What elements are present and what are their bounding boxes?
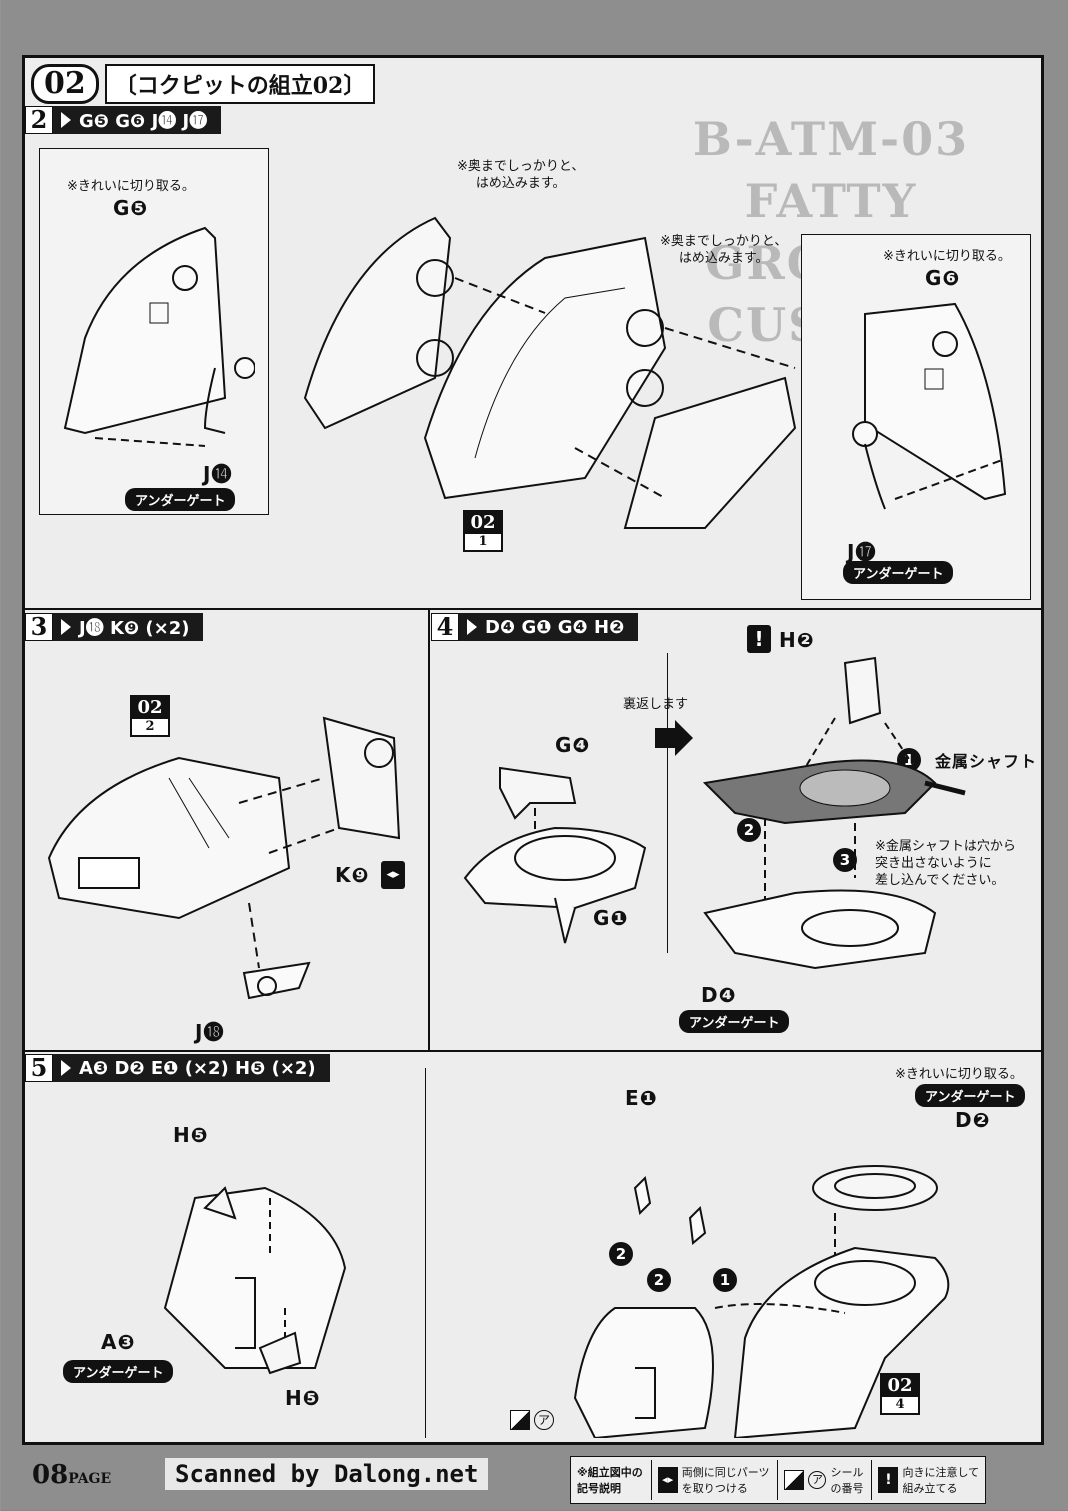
section-number: 02 [31,64,99,104]
sticker-icon [510,1410,530,1430]
both-sides-icon: ◂▸ [657,1467,678,1493]
step-5-left-drawing [163,1186,347,1375]
reference-02-4: 02 4 [880,1373,920,1415]
step-parts: J⓲ K❾ (×2) [79,618,190,639]
legend-seal-text: シール の番号 [830,1466,864,1495]
sticker-number: ア [534,1410,554,1430]
step-2-center-drawing [303,216,797,529]
seal-icon [784,1470,805,1490]
arrow-icon [61,112,71,128]
order-3-icon: 3 [833,848,857,872]
row-divider-1 [25,608,1041,610]
part-label-j17: J⓱ [847,540,877,564]
both-sides-icon: ◂▸ [381,861,405,889]
step-2-left-drawing [63,226,255,447]
cut-note-d2: ※きれいに切り取る。 [895,1067,1023,1082]
part-label-g4: G❹ [555,733,591,757]
step-3-header: 3 J⓲ K❾ (×2) [25,613,204,641]
part-label-g5: G❺ [113,196,149,220]
legend-caution: ! 向きに注意して 組み立てる [871,1460,979,1500]
part-label-h5-bottom: H❺ [285,1386,321,1410]
order-2-icon: 2 [737,818,761,842]
step-parts: D❹ G❶ G❹ H❷ [485,616,625,638]
sticker-marker: ア [510,1410,554,1430]
legend-both-sides: ◂▸ 両側に同じパーツ を取りつける [650,1460,770,1500]
flip-arrow-icon [655,720,693,756]
instruction-sheet: B-ATM-03 FATTY GROUND CUSTOM 02 〔コクピットの組… [22,55,1044,1445]
part-label-a3: A❸ [101,1330,136,1354]
step-5-subdivider [425,1068,426,1438]
page-suffix: PAGE [68,1471,112,1487]
bg-title-line-1: B-ATM-03 FATTY [692,112,970,228]
legend-caution-text: 向きに注意して 組み立てる [902,1466,980,1495]
step-parts: A❸ D❷ E❶ (×2) H❺ (×2) [79,1057,316,1079]
order-1-icon: 1 [713,1268,737,1292]
part-label-h5-top: H❺ [173,1123,209,1147]
scanner-credit: Scanned by Dalong.net [165,1458,489,1490]
ref-top: 02 [465,512,501,534]
flip-note: 裏返します [623,697,689,712]
step-2-header: 2 G❺ G❻ J⓮ J⓱ [25,106,222,134]
step-number: 3 [25,613,53,641]
insert-note-a: ※奥までしっかりと、 はめ込みます。 [457,159,585,191]
step-5-right-drawing [573,1165,950,1438]
step-5-header: 5 A❸ D❷ E❶ (×2) H❺ (×2) [25,1054,330,1082]
part-label-j14: J⓮ [203,462,233,486]
step-number: 4 [431,613,459,641]
part-label-k9: K❾ [335,863,370,887]
page-number-value: 08 [32,1460,69,1490]
symbol-legend: ※組立図中の 記号説明 ◂▸ 両側に同じパーツ を取りつける ア シール の番号… [570,1456,987,1504]
order-2-icon-b: 2 [647,1268,671,1292]
ref-top: 02 [882,1375,918,1397]
part-label-g6: G❻ [925,266,961,290]
arrow-icon [61,1060,71,1076]
caution-icon: ! [747,625,771,653]
step-number: 2 [25,106,53,134]
legend-both-sides-text: 両側に同じパーツ を取りつける [681,1466,770,1495]
insert-note-b: ※奥までしっかりと、 はめ込みます。 [660,234,788,266]
step-2-right-drawing [852,302,1007,510]
part-label-h2: H❷ [779,628,815,652]
ref-top: 02 [132,697,168,719]
step-3-drawing [47,716,401,1000]
arrow-icon [467,619,477,635]
section-title-text: 〔コクピットの組立02〕 [104,64,376,104]
seal-number-icon: ア [808,1471,827,1489]
part-label-j18: J⓲ [195,1020,225,1044]
ref-bottom: 1 [478,534,488,549]
cut-note-right: ※きれいに切り取る。 [883,249,1011,264]
order-2-icon-a: 2 [609,1242,633,1266]
part-label-e1: E❶ [625,1086,658,1110]
row-divider-2 [25,1050,1041,1052]
under-gate-badge-right: アンダーゲート [843,561,954,584]
step-4-left-drawing [463,766,647,944]
col-divider [428,608,430,1050]
metal-shaft-label: 金属シャフト [935,752,1038,771]
step-4-subdivider [667,653,668,953]
cut-note: ※きれいに切り取る。 [67,179,195,194]
legend-title: ※組立図中の 記号説明 [577,1466,643,1495]
reference-02-2: 02 2 [130,695,170,737]
under-gate-badge-d2: アンダーゲート [915,1084,1026,1107]
arrow-icon [61,619,71,635]
shaft-note: ※金属シャフトは穴から 突き出さないように 差し込んでください。 [875,839,1016,888]
section-title: 02 〔コクピットの組立02〕 [31,64,376,104]
step-parts: G❺ G❻ J⓮ J⓱ [79,111,208,132]
step-4-header: 4 D❹ G❶ G❹ H❷ [431,613,639,641]
part-label-d4: D❹ [701,983,737,1007]
footer: 08PAGE Scanned by Dalong.net ※組立図中の 記号説明… [0,1450,1068,1511]
under-gate-badge: アンダーゲート [125,488,236,511]
ref-bottom: 4 [895,1397,905,1412]
legend-seal: ア シール の番号 [777,1460,863,1500]
step-4-right-drawing [702,656,966,970]
part-label-d2: D❷ [955,1108,991,1132]
caution-icon: ! [878,1467,899,1493]
under-gate-badge-d4: アンダーゲート [679,1010,790,1033]
part-label-g1: G❶ [593,906,629,930]
reference-02-1: 02 1 [463,510,503,552]
page-number: 08PAGE [32,1460,111,1490]
step-number: 5 [25,1054,53,1082]
under-gate-badge-a3: アンダーゲート [63,1360,174,1383]
ref-bottom: 2 [145,719,155,734]
